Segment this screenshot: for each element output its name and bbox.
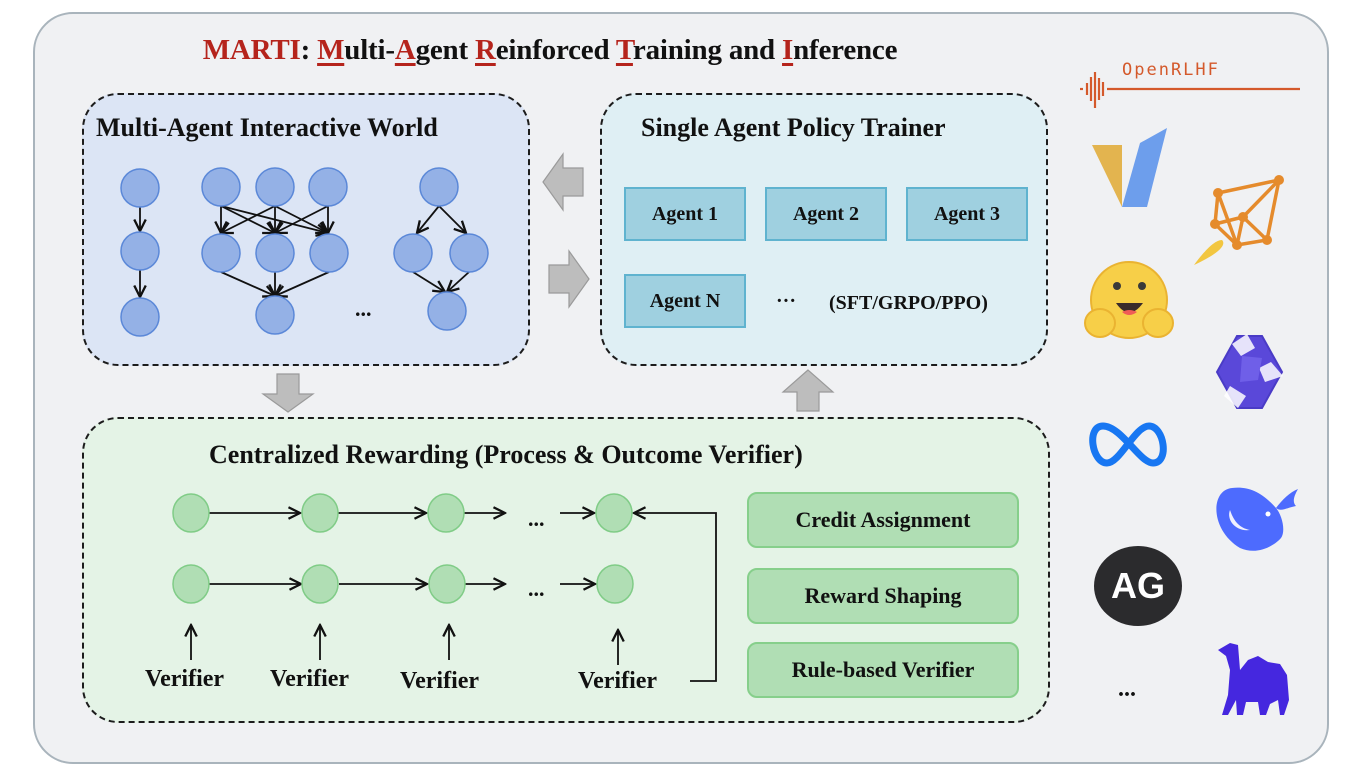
agent-node (255, 167, 295, 207)
outcome-verifier-feedback (634, 513, 717, 682)
agent-box: Agent 1 (624, 187, 746, 241)
title-part: gent (415, 34, 475, 66)
graph-edge (221, 205, 276, 233)
chain-ellipsis: ... (528, 576, 545, 601)
arrow-down-icon (261, 373, 315, 413)
arrow-up-icon (781, 369, 835, 412)
title-initial-a: A (394, 34, 416, 66)
agent-box: Agent 2 (765, 187, 887, 241)
agent-node (120, 297, 160, 337)
arrow-right-icon (548, 249, 590, 309)
agent-node (201, 167, 241, 207)
agent-node (255, 233, 295, 273)
graph-edge (275, 271, 330, 296)
agent-box: Agent 3 (906, 187, 1028, 241)
title-colon: : (300, 34, 318, 66)
graph-edge (438, 205, 466, 233)
reward-edges (191, 513, 717, 682)
verifier-label: Verifier (270, 666, 350, 692)
trainer-title: Single Agent Policy Trainer (641, 113, 946, 142)
agent-box: Agent N (624, 274, 746, 328)
world-title: Multi-Agent Interactive World (96, 113, 438, 142)
world-edges (140, 205, 470, 297)
agent-node (120, 168, 160, 208)
ray-logo-tail (1194, 240, 1224, 265)
autogen-logo: AG (1094, 546, 1182, 626)
verifier-label: Verifier (145, 666, 225, 692)
step-node (301, 564, 339, 604)
agent-node (449, 233, 489, 273)
title-initial-m: M (317, 34, 345, 66)
step-node (301, 493, 339, 533)
agent-node (201, 233, 241, 273)
ray-logo-nodes (1210, 175, 1284, 250)
graph-edge (417, 205, 440, 233)
vllm-logo (1092, 128, 1167, 207)
agent-node (308, 167, 348, 207)
more-logos-ellipsis: ... (1118, 676, 1136, 702)
agent-node (309, 233, 349, 273)
huggingface-logo (1084, 261, 1174, 339)
verifier-label: Verifier (578, 668, 658, 694)
rule-based-verifier-box: Rule-based Verifier (747, 642, 1019, 698)
graph-edge (220, 271, 275, 296)
step-node (596, 564, 634, 604)
training-methods: (SFT/GRPO/PPO) (829, 292, 988, 314)
title-part: einforced (495, 34, 616, 66)
graph-edge (412, 271, 445, 292)
agent-node (255, 295, 295, 335)
reward-title: Centralized Rewarding (Process & Outcome… (209, 440, 803, 469)
chain-ellipsis: ... (528, 506, 545, 531)
verifier-label: Verifier (400, 668, 480, 694)
qwen-logo (1215, 334, 1284, 409)
agent-node (419, 167, 459, 207)
meta-logo (1089, 422, 1167, 467)
agent-node (120, 231, 160, 271)
deepseek-logo (1216, 487, 1298, 551)
arrow-left-icon (542, 152, 584, 212)
agent-node (427, 291, 467, 331)
step-node (427, 493, 465, 533)
title-initial-t: T (615, 34, 633, 66)
ray-logo (1213, 177, 1282, 247)
title-acronym: MARTI (202, 34, 301, 66)
step-node (172, 493, 210, 533)
agent-node (393, 233, 433, 273)
agents-ellipsis: ··· (776, 290, 797, 312)
credit-assignment-box: Credit Assignment (747, 492, 1019, 548)
graph-edge (275, 205, 329, 233)
title-part: ulti- (344, 34, 395, 66)
step-node (428, 564, 466, 604)
title-initial-r: R (475, 34, 496, 66)
title-part: raining and (632, 34, 783, 66)
title-part: nference (793, 34, 898, 66)
graph-edge (447, 271, 470, 292)
openrlhf-logo (1080, 72, 1300, 108)
step-node (595, 493, 633, 533)
openrlhf-logo-text: OpenRLHF (1122, 60, 1220, 80)
camel-logo (1218, 643, 1289, 715)
step-node (172, 564, 210, 604)
graphs-ellipsis: ... (355, 296, 372, 321)
title-initial-i: I (782, 34, 794, 66)
diagram-title: MARTI: Multi-Agent Reinforced Training a… (140, 34, 960, 67)
reward-shaping-box: Reward Shaping (747, 568, 1019, 624)
